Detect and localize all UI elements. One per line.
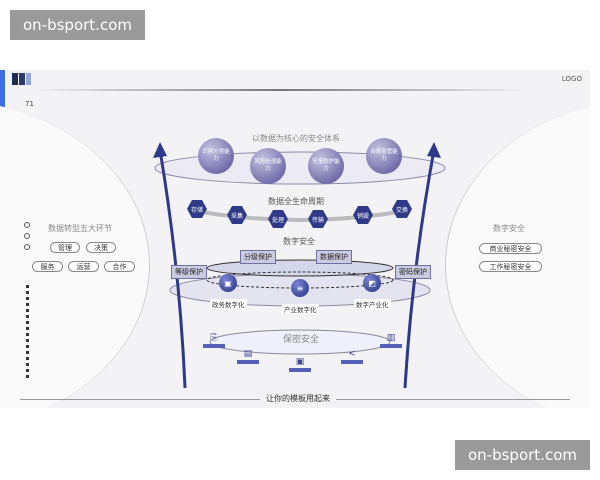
tag-level-protection: 等级保护 [171,265,207,279]
top-title: 以数据为核心的安全体系 [252,134,340,143]
stage-transmit: 传输 [308,210,328,228]
save-icon: ▣ [289,356,311,372]
node-label-industry: 产业数字化 [282,304,319,314]
pill-work-secret[interactable]: 工作秘密安全 [479,261,542,272]
stage-storage: 存储 [187,200,207,218]
stage-process: 处理 [268,210,288,228]
pill-management[interactable]: 管理 [50,242,80,253]
tag-data-protection: 数据保护 [316,250,352,264]
lifecycle-title: 数据全生命周期 [268,197,324,206]
pill-business-secret[interactable]: 商业秘密安全 [479,243,542,254]
logo-text: LOGO [561,75,582,83]
document-icon: ▤ [237,348,259,364]
share-icon: < [341,348,363,364]
slide: LOGO 71 数据转型五大环节 管理 决策 服务 运营 合作 数字安全 商业秘… [0,70,590,408]
digital-security-title: 数字安全 [283,237,315,246]
logo-bars-icon [12,73,33,85]
file-icon: ⎘ [203,332,225,348]
stage-destroy: 销毁 [353,206,373,224]
footer-caption: 让你的模板用起来 [260,393,336,404]
left-panel-title: 数据转型五大环节 [48,224,112,233]
pill-cooperation[interactable]: 合作 [104,261,135,272]
capability-1: 识别分类能力 [198,138,234,174]
node-label-digital-industry: 数字产业化 [354,299,391,309]
capability-3: 安全防护能力 [308,148,344,184]
gov-digital-icon: ▣ [219,274,237,292]
industry-digital-icon: ≡ [291,279,309,297]
digital-industry-icon: ◩ [363,274,381,292]
tag-classified-protection: 分级保护 [240,250,276,264]
watermark-bottom: on-bsport.com [455,440,590,470]
stage-collect: 采集 [227,206,247,224]
pill-decision[interactable]: 决策 [86,242,116,253]
right-panel-title: 数字安全 [493,224,525,233]
pill-service[interactable]: 服务 [32,261,63,272]
vertical-tiny-text [26,285,29,380]
clipboard-icon: ▥ [380,332,402,348]
tag-crypto-protection: 密码保护 [395,265,431,279]
node-label-gov: 政务数字化 [210,299,247,309]
header-divider [30,89,530,91]
page-number: 71 [25,100,34,108]
secrecy-title: 保密安全 [283,335,320,345]
watermark-top: on-bsport.com [10,10,145,40]
capability-4: 合规监管能力 [366,138,402,174]
capability-2: 风险检测能力 [250,148,286,184]
pill-operation[interactable]: 运营 [68,261,99,272]
stage-exchange: 交换 [392,200,412,218]
